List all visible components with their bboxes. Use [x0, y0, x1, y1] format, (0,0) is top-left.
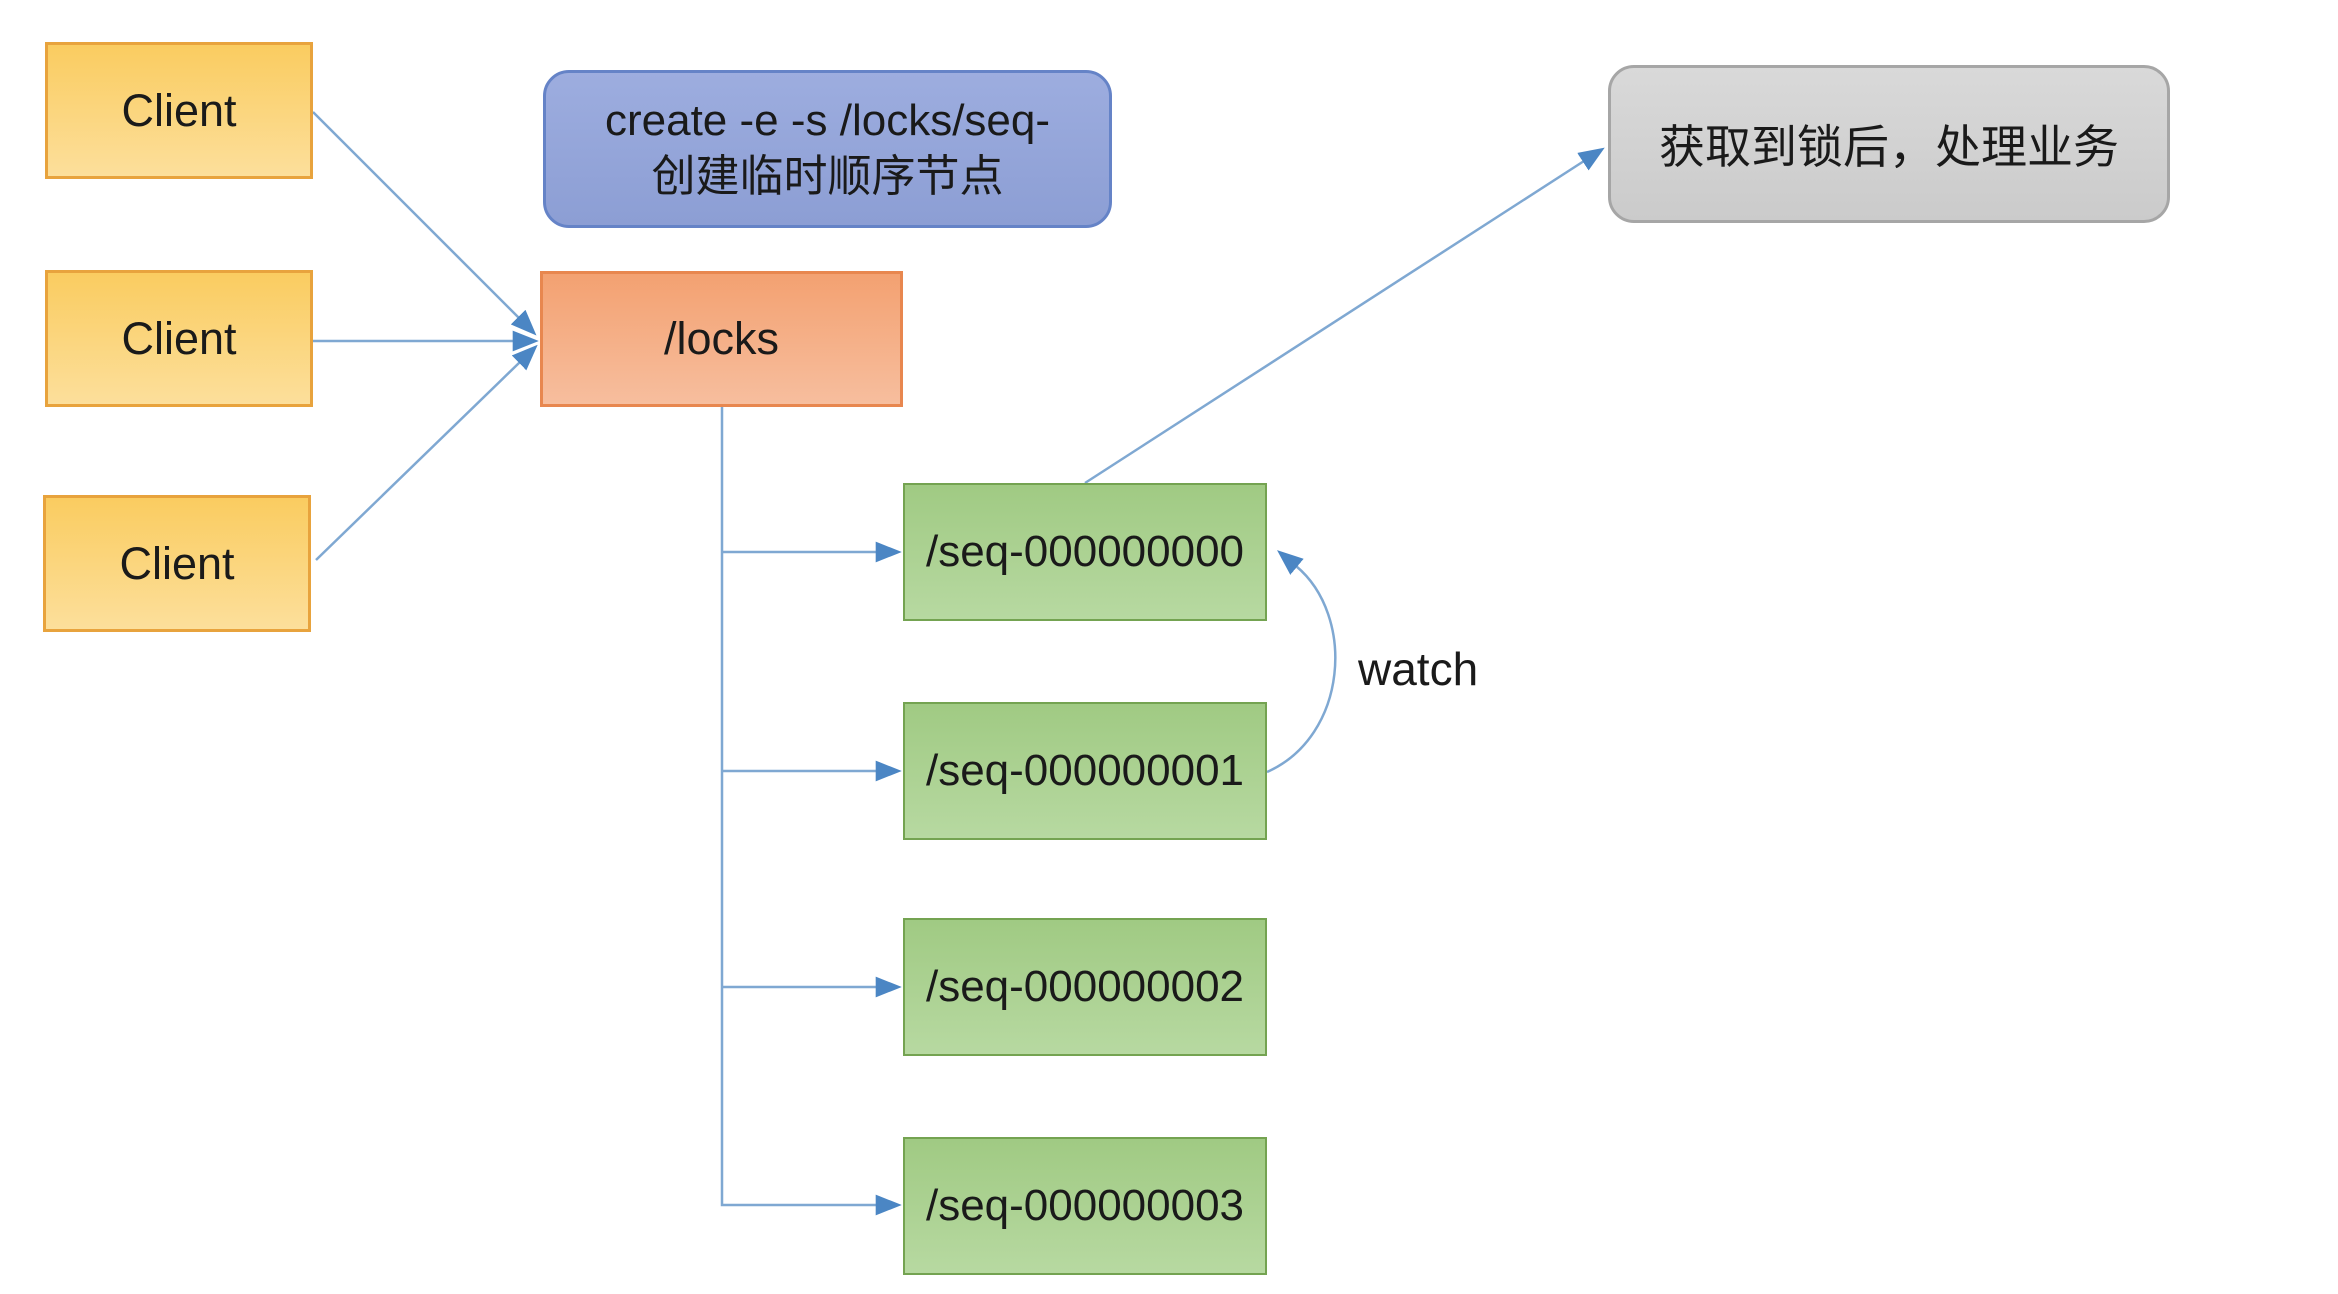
arrow-client1-to-locks — [312, 111, 537, 336]
locks-node: /locks — [540, 271, 903, 407]
seq-node-1-label: /seq-000000001 — [925, 746, 1245, 795]
create-command-line2: 创建临时顺序节点 — [651, 152, 1004, 201]
arrow-seq0-to-result — [1084, 147, 1605, 485]
create-command-line1: create -e -s /locks/seq- — [604, 96, 1051, 145]
locks-children-trunk — [720, 407, 902, 1216]
seq-node-3: /seq-000000003 — [903, 1137, 1267, 1275]
seq-node-2: /seq-000000002 — [903, 918, 1267, 1056]
seq-node-0: /seq-000000000 — [903, 483, 1267, 621]
create-command-note: create -e -s /locks/seq- 创建临时顺序节点 — [543, 70, 1112, 228]
result-note: 获取到锁后，处理业务 — [1608, 65, 2170, 223]
client-node-1: Client — [45, 42, 313, 179]
client-node-1-label: Client — [121, 84, 237, 136]
locks-node-label: /locks — [663, 313, 780, 364]
seq-node-2-label: /seq-000000002 — [925, 962, 1245, 1011]
result-note-label: 获取到锁后，处理业务 — [1659, 121, 2119, 173]
seq-node-0-label: /seq-000000000 — [925, 527, 1245, 576]
client-node-3: Client — [43, 495, 311, 632]
arrow-watch-seq1-to-seq0 — [1266, 550, 1337, 774]
arrow-client3-to-locks — [315, 344, 538, 561]
client-node-2-label: Client — [121, 312, 237, 364]
seq-node-1: /seq-000000001 — [903, 702, 1267, 840]
client-node-3-label: Client — [119, 537, 235, 589]
client-node-2: Client — [45, 270, 313, 407]
seq-node-3-label: /seq-000000003 — [925, 1181, 1245, 1230]
watch-annotation: watch — [1358, 643, 1479, 695]
